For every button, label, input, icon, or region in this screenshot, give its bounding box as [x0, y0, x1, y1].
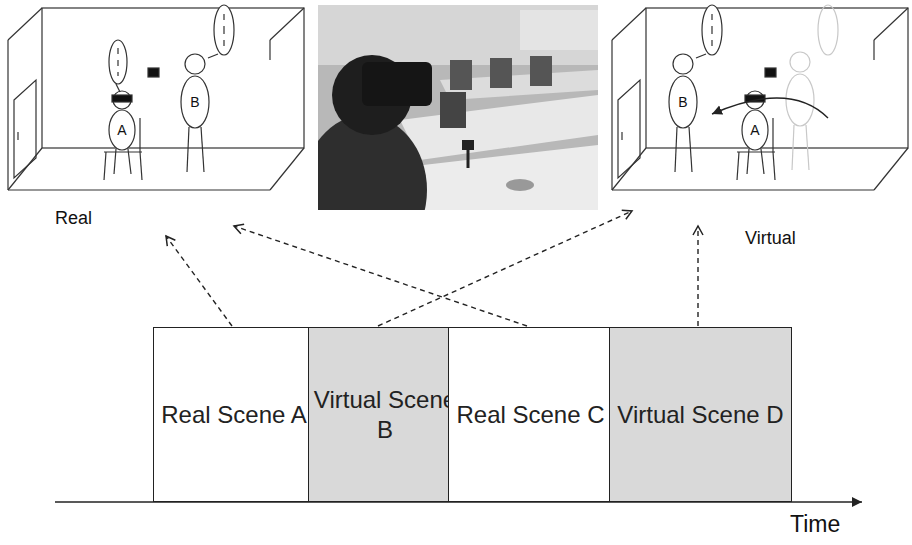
virtual-room	[612, 8, 908, 190]
panel-label: Real	[55, 208, 92, 229]
scene-box: Virtual Scene B	[308, 327, 462, 502]
real-figures	[104, 5, 234, 180]
scene-box: Virtual Scene D	[609, 327, 792, 502]
panel-label: Virtual	[745, 228, 796, 249]
real-room	[8, 8, 304, 190]
photo	[318, 5, 598, 210]
person-letter: A	[750, 122, 759, 138]
scene-label: Virtual Scene B	[309, 385, 461, 445]
axis-label: Time	[790, 511, 840, 538]
virtual-figures	[669, 5, 838, 180]
scene-label: Real Scene A	[161, 400, 306, 430]
person-letter: A	[117, 122, 126, 138]
scene-label: Virtual Scene D	[617, 400, 783, 430]
dashed-arrows	[166, 211, 698, 326]
scene-label: Real Scene C	[456, 400, 604, 430]
person-letter: B	[190, 94, 199, 110]
scene-box: Real Scene C	[448, 327, 613, 502]
person-letter: B	[678, 94, 687, 110]
scene-box: Real Scene A	[153, 327, 315, 502]
